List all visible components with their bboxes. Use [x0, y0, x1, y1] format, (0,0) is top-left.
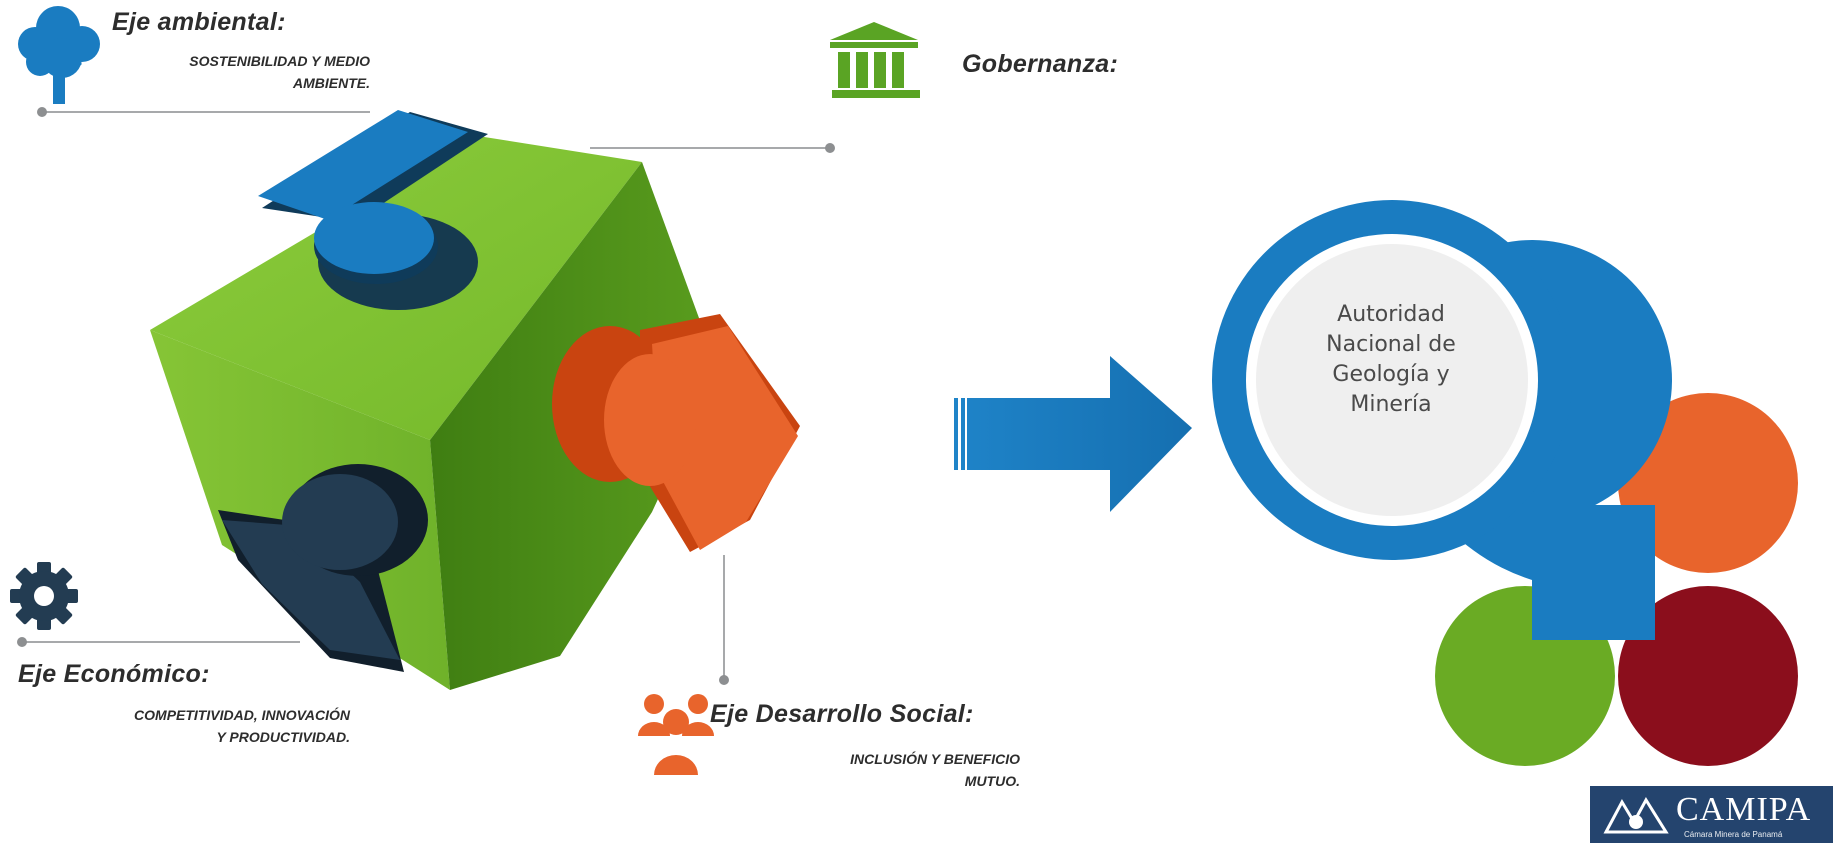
- eje-social-title: Eje Desarrollo Social:: [710, 700, 974, 728]
- camipa-tagline: Cámara Minera de Panamá: [1684, 830, 1783, 839]
- puzzle-piece-navy: [218, 464, 428, 672]
- institution-building-icon: [830, 22, 920, 98]
- eje-economico-description: COMPETITIVIDAD, INNOVACIÓN Y PRODUCTIVID…: [20, 704, 350, 748]
- gobernanza-title: Gobernanza:: [962, 50, 1119, 78]
- eje-ambiental-title: Eje ambiental:: [112, 8, 286, 36]
- eje-social-line2: MUTUO.: [964, 773, 1020, 789]
- eje-economico-line1: COMPETITIVIDAD, INNOVACIÓN: [134, 707, 350, 723]
- eje-economico-line2: Y PRODUCTIVIDAD.: [216, 729, 350, 745]
- eje-ambiental-description: SOSTENIBILIDAD Y MEDIO AMBIENTE.: [60, 50, 370, 94]
- connector-lines: [17, 107, 835, 685]
- authority-line2: Nacional de: [1326, 332, 1456, 357]
- camipa-emblem-icon: [1603, 797, 1669, 834]
- authority-line4: Minería: [1350, 392, 1432, 417]
- camipa-logo: CAMIPA Cámara Minera de Panamá: [1590, 786, 1833, 843]
- logo-circle-dark-red: [1618, 586, 1798, 766]
- eje-social-line1: INCLUSIÓN Y BENEFICIO: [850, 751, 1020, 767]
- gear-icon: [10, 562, 78, 630]
- logo-circle-orange: [1618, 393, 1798, 573]
- people-group-icon: [638, 694, 714, 775]
- puzzle-cube: [150, 110, 800, 690]
- authority-line1: Autoridad: [1337, 302, 1445, 327]
- tree-icon: [18, 6, 100, 104]
- eje-economico-title: Eje Económico:: [18, 660, 210, 688]
- eje-social-description: INCLUSIÓN Y BENEFICIO MUTUO.: [720, 748, 1020, 792]
- puzzle-piece-orange: [552, 314, 800, 552]
- authority-logo: [1212, 200, 1798, 766]
- right-arrow-icon: [950, 356, 1192, 512]
- authority-line3: Geología y: [1332, 362, 1450, 387]
- eje-ambiental-line2: AMBIENTE.: [293, 75, 370, 91]
- authority-name: Autoridad Nacional de Geología y Minería: [1306, 300, 1476, 420]
- camipa-wordmark: CAMIPA: [1676, 791, 1812, 828]
- puzzle-piece-blue: [258, 110, 488, 310]
- eje-ambiental-line1: SOSTENIBILIDAD Y MEDIO: [189, 53, 370, 69]
